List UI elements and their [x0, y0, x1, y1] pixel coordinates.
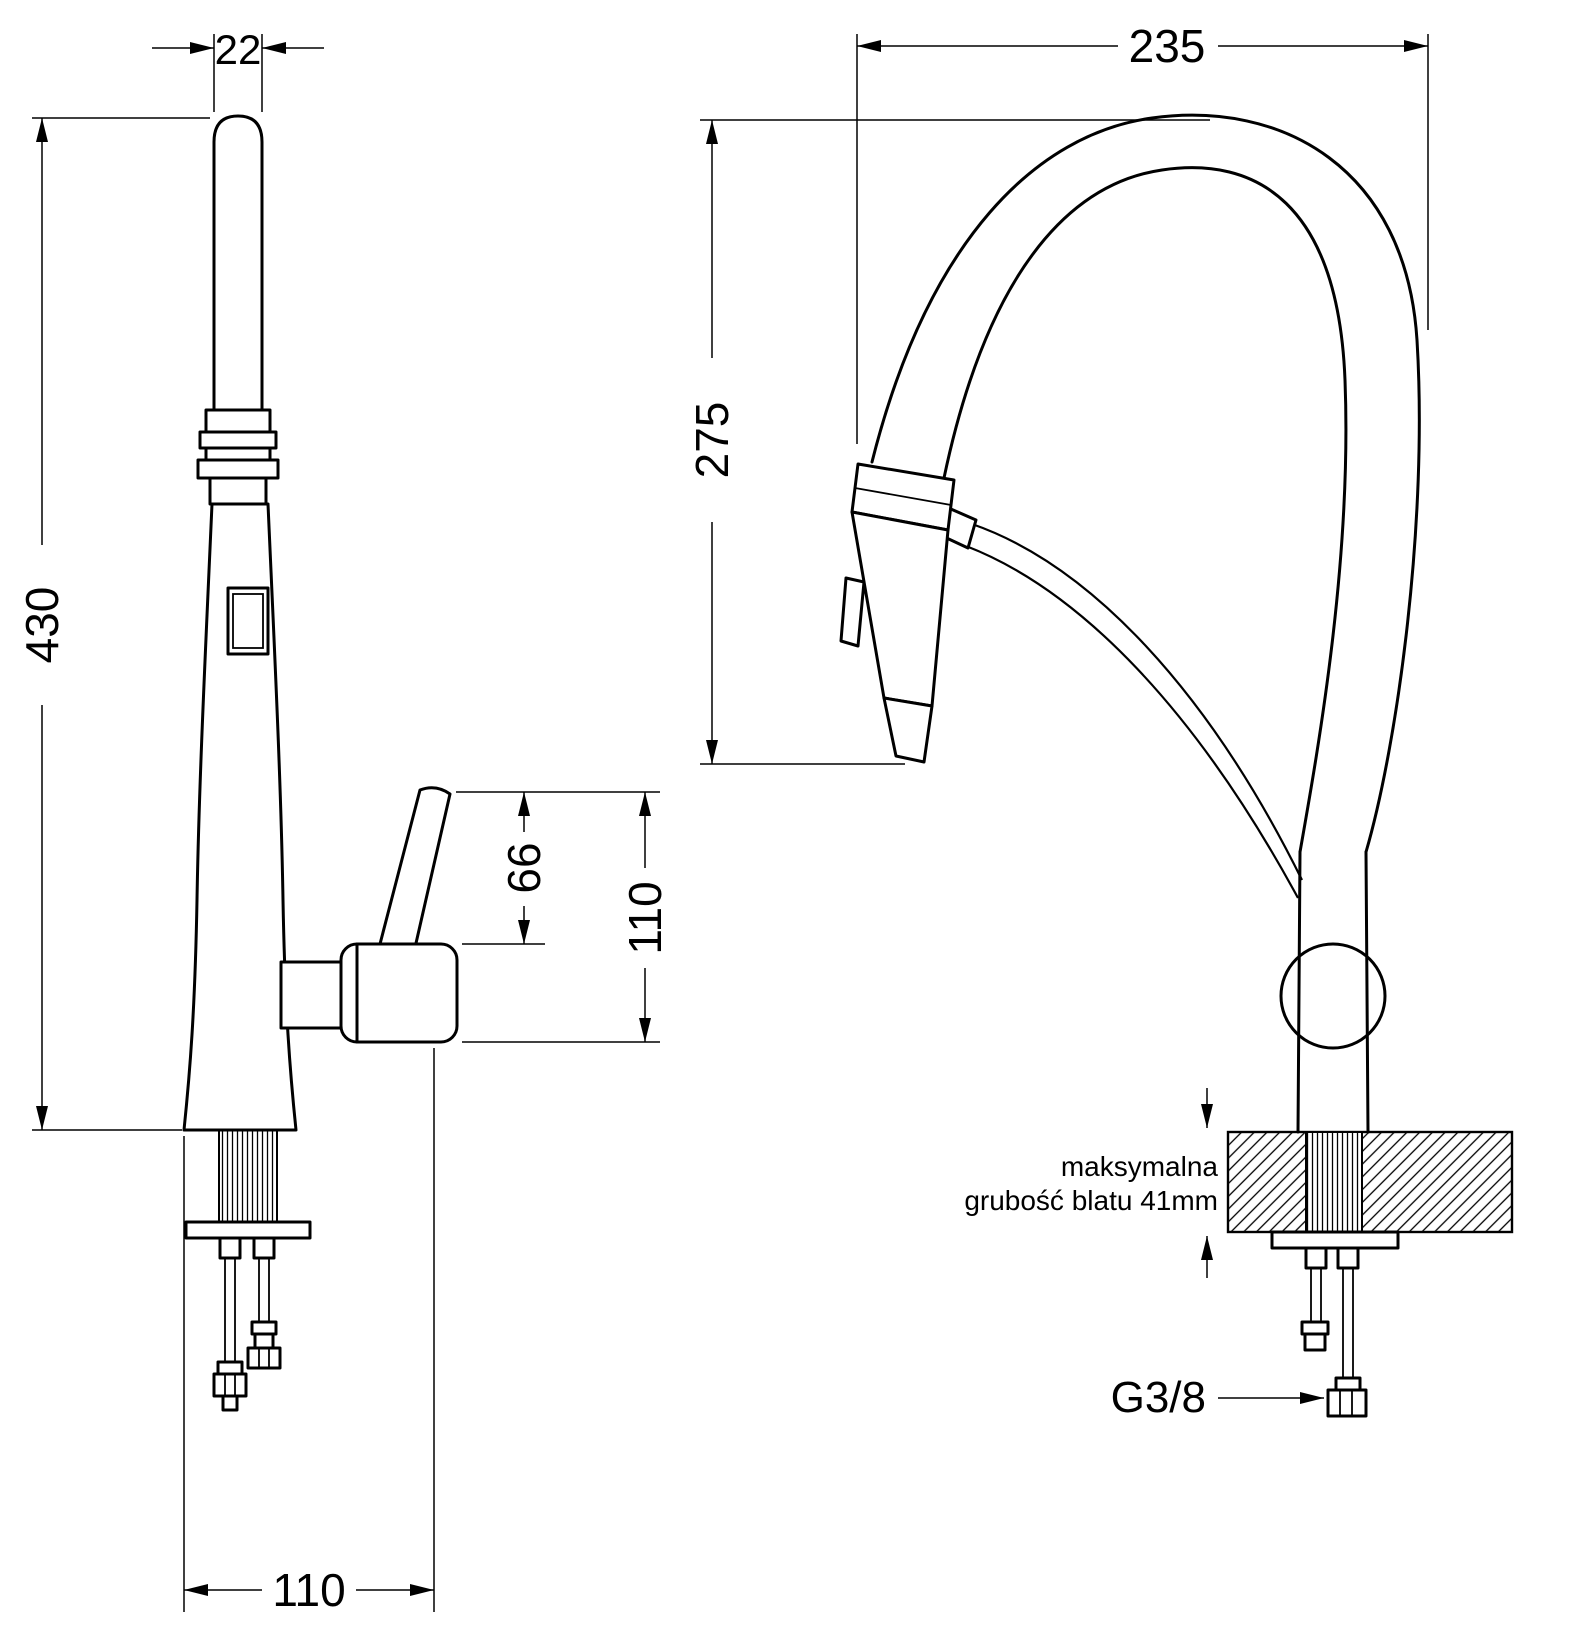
- hose-nut: [246, 1346, 282, 1370]
- hose-connector: [1300, 1320, 1330, 1336]
- spout-tube: [212, 114, 264, 412]
- spout-ring: [204, 446, 272, 462]
- mounting-nut: [1304, 1246, 1328, 1270]
- column-left-edge: [1296, 850, 1302, 1134]
- hose-connector: [1303, 1332, 1327, 1352]
- hose-connector: [216, 1360, 244, 1376]
- countertop-section: [1226, 1130, 1514, 1234]
- spout-collar: [204, 408, 272, 434]
- dim-total-height: 430: [16, 117, 210, 1131]
- dim-outlet-height-value: 110: [619, 881, 671, 954]
- hose-nut: [212, 1372, 248, 1398]
- outlet-neck: [279, 960, 345, 1030]
- spout-ring: [196, 458, 280, 480]
- column-right-edge: [1364, 850, 1370, 1134]
- body-window: [226, 586, 270, 656]
- mounting-nut: [1336, 1246, 1360, 1270]
- body-window-inner: [232, 593, 264, 649]
- mounting-flange: [184, 1220, 312, 1240]
- handle-lever: [378, 786, 452, 954]
- counter-thickness-note: maksymalna grubość blatu 41mm: [964, 1088, 1218, 1278]
- pulldown-hose: [965, 544, 1299, 899]
- faucet-front-view: [839, 113, 1514, 1418]
- hose-connector: [253, 1332, 275, 1350]
- dim-spout-drop: 275: [686, 119, 1210, 765]
- spout-outer-curve: [870, 113, 1421, 854]
- pulldown-hose: [971, 522, 1303, 881]
- threaded-stud: [1305, 1131, 1363, 1233]
- mounting-nut: [252, 1236, 276, 1260]
- threaded-stud: [218, 1129, 278, 1223]
- sprayer-collar-ring: [854, 487, 952, 506]
- spout-inner-curve: [942, 166, 1348, 854]
- dim-total-height-value: 430: [16, 587, 68, 664]
- spout-ring: [198, 430, 278, 450]
- hose-connector: [250, 1320, 278, 1336]
- joint-sphere: [1279, 942, 1387, 1050]
- counter-thickness-note-line1: maksymalna: [1061, 1151, 1219, 1182]
- spout-neck: [208, 476, 268, 506]
- sprayer-tip: [882, 696, 934, 764]
- sprayer-body: [850, 510, 950, 708]
- dim-spout-width: 22: [152, 26, 324, 112]
- dim-spout-reach: 235: [856, 20, 1429, 444]
- thread-connection-callout: G3/8: [1111, 1373, 1324, 1422]
- dim-spout-reach-value: 235: [1129, 20, 1206, 72]
- hose-connector: [1334, 1376, 1362, 1392]
- thread-size-label: G3/8: [1111, 1373, 1206, 1422]
- dim-spout-drop-value: 275: [686, 402, 738, 479]
- outlet-cylinder: [339, 942, 459, 1044]
- mounting-nut: [218, 1236, 242, 1260]
- counter-thickness-note-line2: grubość blatu 41mm: [964, 1185, 1218, 1216]
- faucet-body: [182, 502, 298, 1132]
- hose-tip: [221, 1394, 239, 1412]
- dim-outlet-height: 110: [462, 792, 671, 1043]
- faucet-side-view: [182, 114, 459, 1412]
- hose-nut: [1326, 1388, 1368, 1418]
- dim-base-depth: 110: [183, 1048, 435, 1616]
- dim-base-depth-value: 110: [272, 1564, 345, 1616]
- dim-spout-width-value: 22: [215, 26, 262, 73]
- dim-lever-rise-value: 66: [498, 842, 550, 893]
- sprayer-button: [839, 576, 866, 648]
- dim-lever-rise: 66: [456, 791, 660, 945]
- mounting-flange: [1270, 1230, 1400, 1250]
